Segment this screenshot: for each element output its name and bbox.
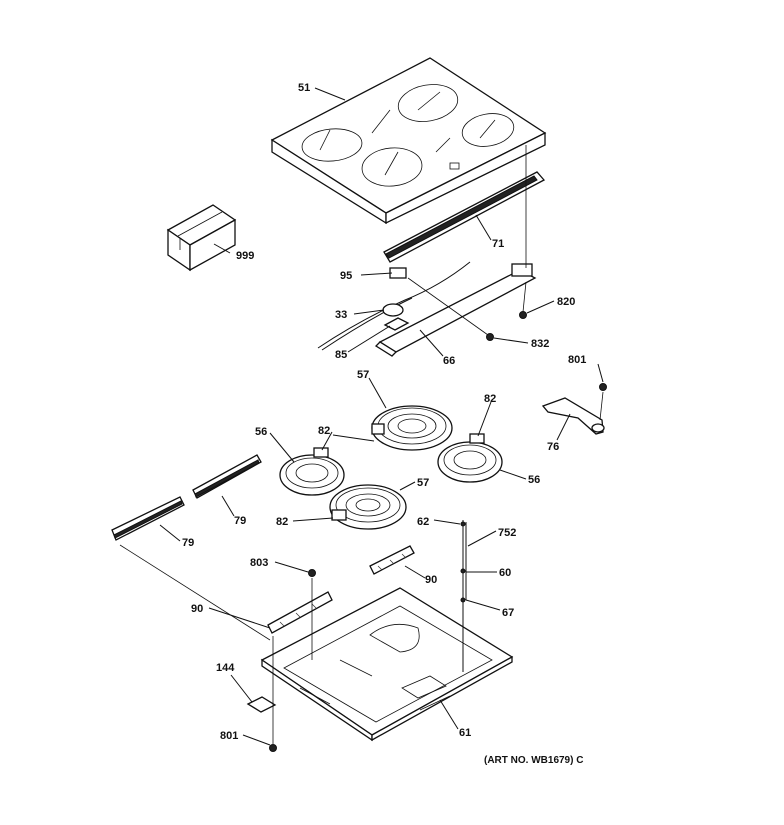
label-82-front: 82 <box>276 516 288 528</box>
burner-57-front-part <box>329 484 407 530</box>
label-71: 71 <box>492 238 504 250</box>
screw-803-part <box>308 569 316 577</box>
screw-820-part <box>519 311 527 319</box>
label-820: 820 <box>557 296 575 308</box>
label-76: 76 <box>547 441 559 453</box>
label-144: 144 <box>216 662 235 674</box>
label-90-left: 90 <box>191 603 203 615</box>
label-33: 33 <box>335 309 347 321</box>
label-999: 999 <box>236 250 254 262</box>
burner-box-part <box>260 587 514 742</box>
wire-harness-part <box>317 261 537 357</box>
burner-56-left-part <box>279 447 345 496</box>
label-57-front: 57 <box>417 477 429 489</box>
label-57-rear: 57 <box>357 369 369 381</box>
art-number: (ART NO. WB1679) C <box>484 755 583 766</box>
screw-801-bottom-part <box>269 744 277 752</box>
label-62: 62 <box>417 516 429 528</box>
label-56-right: 56 <box>528 474 540 486</box>
screw-801-right-part <box>599 383 607 391</box>
label-82-left: 82 <box>318 425 330 437</box>
vertical-wires-part <box>460 520 467 672</box>
terminal-block-part <box>389 267 407 279</box>
label-801-right: 801 <box>568 354 586 366</box>
label-95: 95 <box>340 270 352 282</box>
burner-57-rear-part <box>371 405 453 451</box>
screw-832-part <box>486 333 494 341</box>
alignment-lines <box>119 145 604 744</box>
cooktop-glass-part <box>270 57 547 225</box>
label-66: 66 <box>443 355 455 367</box>
label-60: 60 <box>499 567 511 579</box>
rear-bracket-part <box>383 171 546 263</box>
label-752: 752 <box>498 527 516 539</box>
label-61: 61 <box>459 727 471 739</box>
channel-90-right-part <box>369 545 415 575</box>
limiter-part <box>382 303 404 317</box>
label-56-left: 56 <box>255 426 267 438</box>
trim-79-lower-part <box>111 496 185 541</box>
label-801-bottom: 801 <box>220 730 238 742</box>
label-85: 85 <box>335 349 347 361</box>
label-51: 51 <box>298 82 310 94</box>
label-67: 67 <box>502 607 514 619</box>
burner-56-right-part <box>437 433 503 483</box>
label-803: 803 <box>250 557 268 569</box>
label-82-right: 82 <box>484 393 496 405</box>
shipping-box-part <box>166 204 237 272</box>
trim-79-upper-part <box>192 454 262 499</box>
cover-76-part <box>541 397 605 435</box>
callout-labels: 51 999 71 95 820 33 832 85 66 801 57 82 … <box>182 82 586 766</box>
label-79-upper: 79 <box>234 515 246 527</box>
label-90-right: 90 <box>425 574 437 586</box>
leader-lines <box>159 87 604 746</box>
label-832: 832 <box>531 338 549 350</box>
clip-144-part <box>246 696 277 713</box>
channel-90-left-part <box>267 591 333 634</box>
label-79-lower: 79 <box>182 537 194 549</box>
clip-85-part <box>383 317 410 331</box>
